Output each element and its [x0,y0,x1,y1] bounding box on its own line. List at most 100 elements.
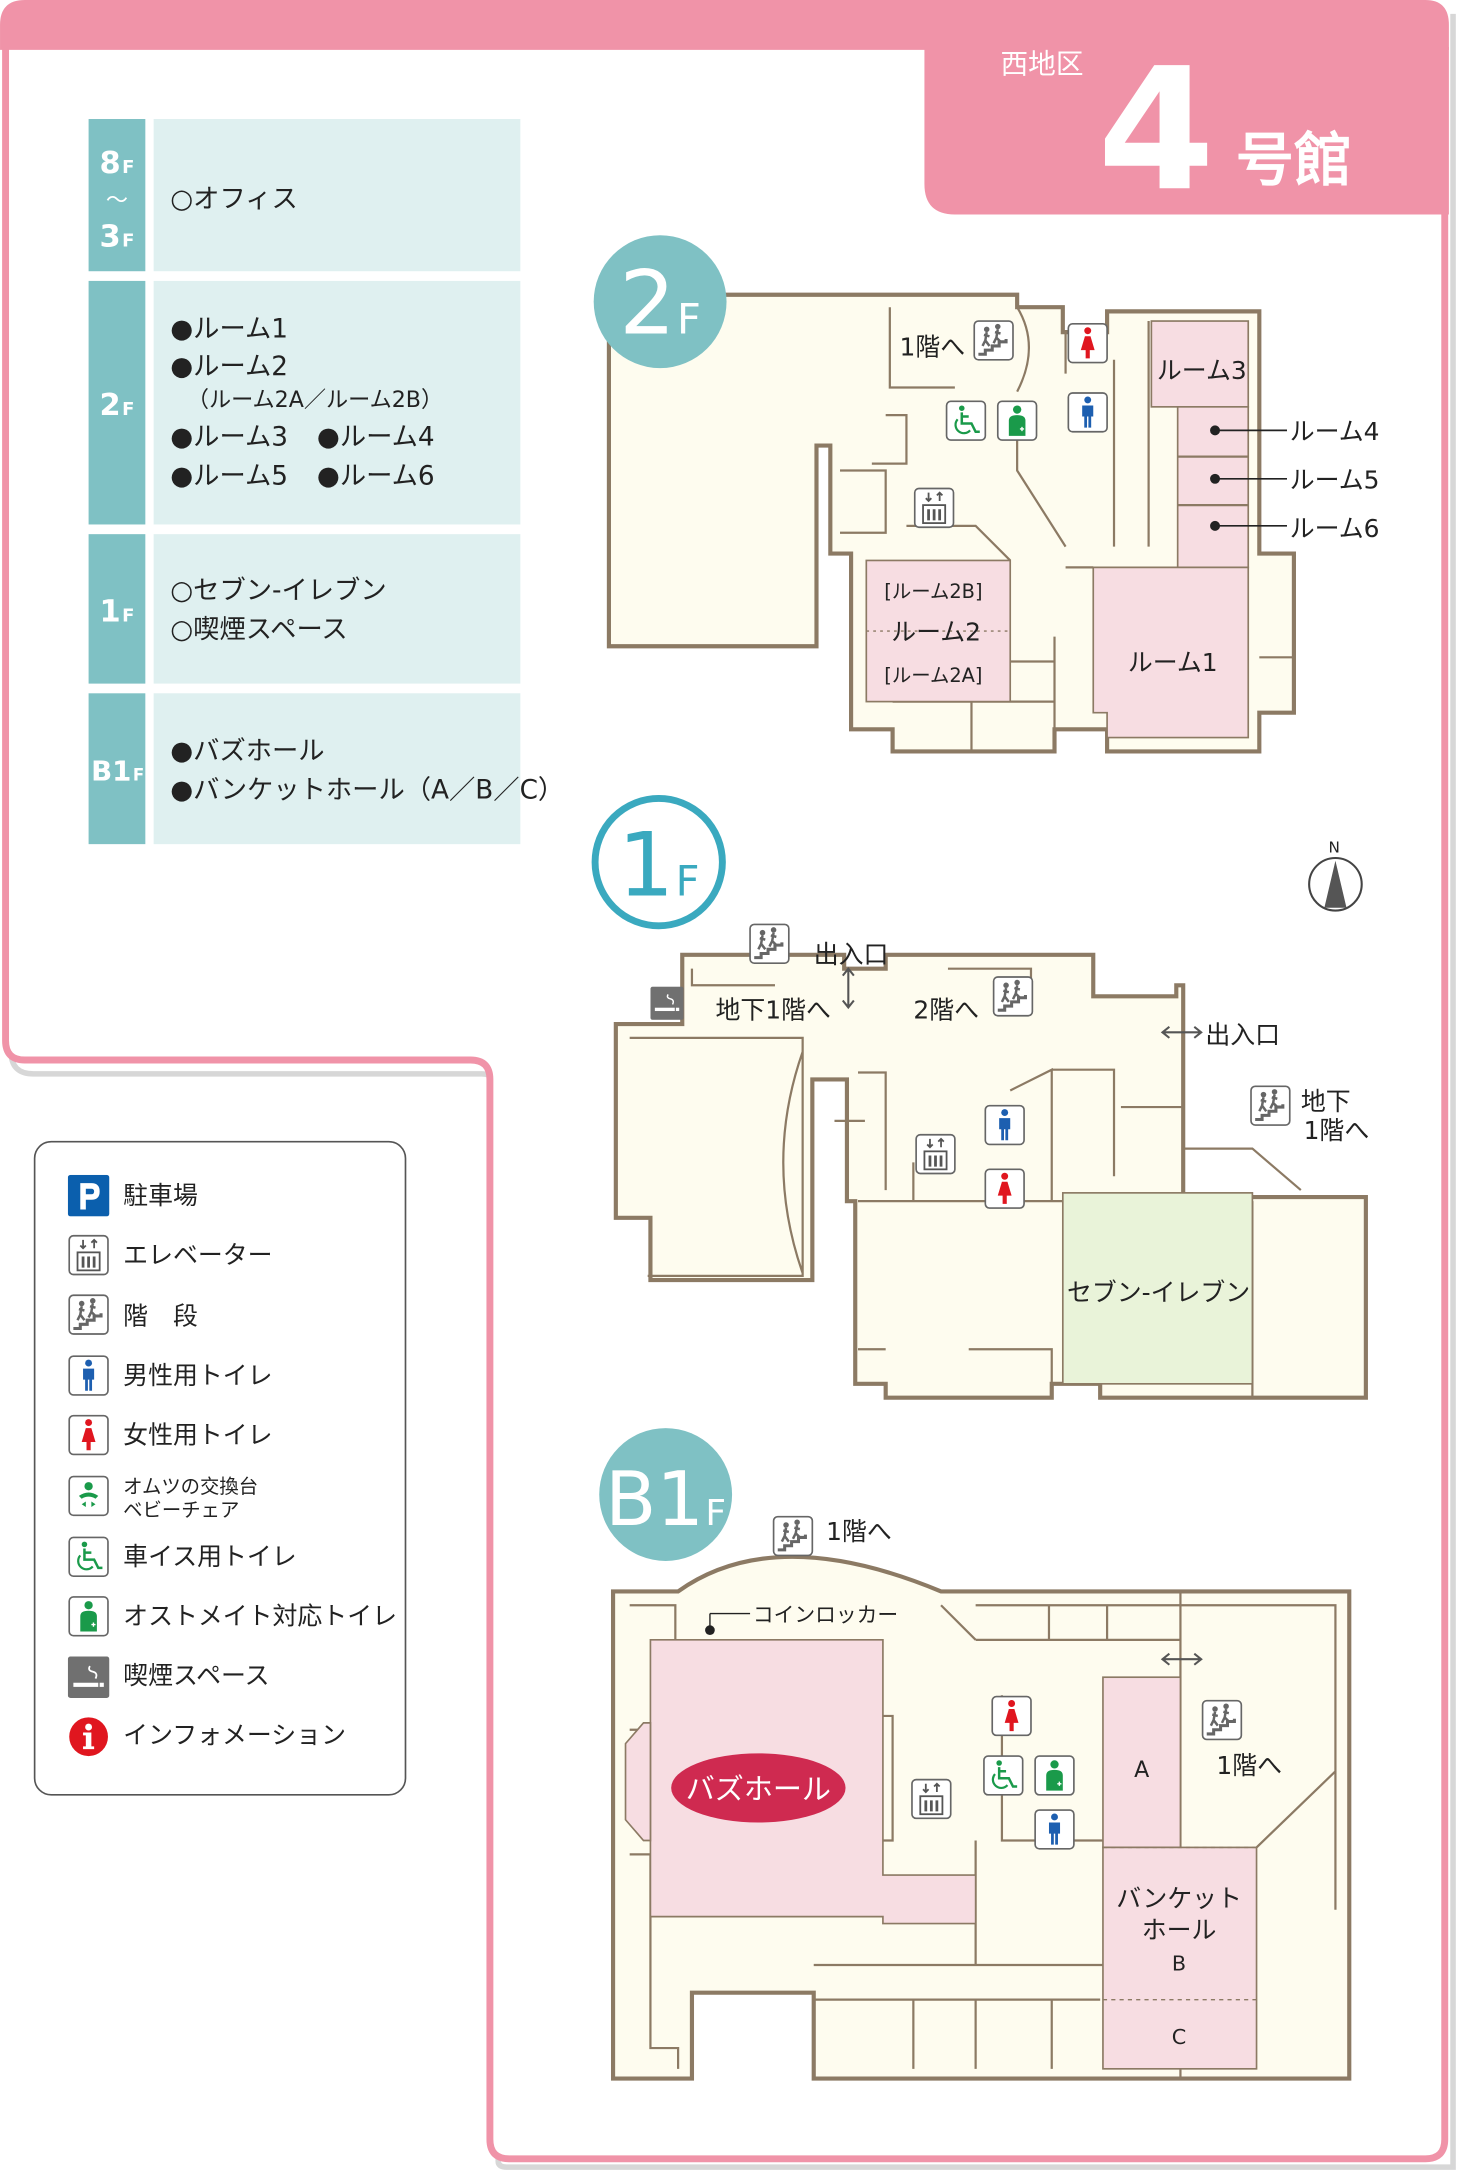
stairs-to-b1-label: 地下1階へ [715,996,830,1025]
ostomate-icon [996,400,1038,441]
directory-item: ●ルーム1 [170,315,288,345]
wheelchair-icon [67,1536,110,1578]
floor-plan-b1f: バズホール B1 F 1階へ コインロッカー 1階へ A バンケット ホール B… [599,1428,1352,2081]
legend-label: ベビーチェア [123,1499,239,1522]
directory-item: ○セブン-イレブン [170,576,386,606]
room-6-label: ルーム6 [1290,514,1380,543]
floor-label: 1 [100,594,121,629]
room-4-label: ルーム4 [1290,417,1380,446]
baby-changing-icon [68,1475,109,1517]
floor-badge-2f [593,235,727,369]
floor-label: B1 [91,754,131,787]
floor-unit: F [122,399,134,420]
stairs-icon [1249,1084,1292,1127]
compass-north-label: N [1329,838,1340,856]
elevator-icon [914,1133,957,1175]
floor-label: 2 [100,388,121,423]
floor-range-sep: 〜 [106,188,128,214]
directory-row-2f: 2 F ●ルーム1 ●ルーム2 （ルーム2A／ルーム2B） ●ルーム3 ●ルーム… [88,280,521,525]
floor-label: 8 [100,146,121,181]
floor-badge-1f [591,795,726,930]
directory-item: ○オフィス [170,185,298,215]
floor-label-pair: B1 F [91,754,144,787]
floor-badge-pair: 1 F [618,813,700,916]
banquet-a-label: A [1134,1757,1149,1783]
stairs-icon [1201,1699,1243,1741]
stairs-icon [992,975,1034,1018]
coin-locker-label: コインロッカー [753,1603,898,1627]
entrance-arrow-icon [841,967,855,1010]
floor-badge-pair: B1 F [605,1456,726,1543]
male-toilet-icon [68,1355,109,1396]
stairs-to-b1-label: 地下 [1301,1087,1351,1116]
room-5-label: ルーム5 [1290,465,1380,494]
floor-unit: F [133,765,144,784]
stairs-icon [772,1515,814,1557]
parking-icon [67,1174,110,1217]
directory-item: ●ルーム2 [170,352,288,382]
seven-eleven-label: セブン-イレブン [1067,1278,1250,1307]
male-toilet-icon [984,1104,1025,1146]
district-label: 西地区 [1001,47,1084,80]
wheelchair-icon [982,1754,1024,1797]
directory-row-b1f: B1 F ●バズホール ●バンケットホール（A／B／C） [88,693,564,845]
smoking-icon [650,986,684,1020]
floor-directory: 8 F 〜 3 F ○オフィス 2 F ●ルーム1 ●ルーム2 （ルーム2A／ル… [88,119,564,845]
banquet-hall-label: ホール [1142,1916,1217,1945]
stairs-to-1f-label: 1階へ [900,333,966,362]
legend-label: オストメイト対応トイレ [123,1602,397,1631]
stairs-icon [748,923,791,965]
directory-item: ●バンケットホール（A／B／C） [170,775,564,805]
legend-label: オムツの交換台 [123,1475,258,1498]
directory-item: ●ルーム5 [170,461,288,491]
floor-badge-b1f [599,1428,733,1561]
room-callouts [1210,425,1287,531]
stairs-icon [972,319,1015,362]
floor-plan-1f: 1 F N 出入口 地下1階へ 2階へ 出入口 地下 1階へ セブン-イレブン [591,795,1369,1400]
floor-badge-number: 1 [618,813,674,916]
floor-badge-number: B1 [605,1456,704,1543]
directory-item: ○喫煙スペース [170,615,347,645]
entrance-arrow-icon [1160,1025,1203,1039]
banquet-b-label: B [1172,1952,1186,1976]
directory-item: ●ルーム6 [317,461,435,491]
floor-unit: F [122,230,134,251]
floor-badge-pair: 2 F [619,252,701,355]
directory-item: （ルーム2A／ルーム2B） [187,387,443,413]
directory-item: ●ルーム3 [170,423,288,453]
buzz-hall-badge [671,1753,846,1823]
floor-badge-unit: F [676,856,700,905]
legend-label: 車イス用トイレ [123,1542,297,1571]
directory-row-1f: 1 F ○セブン-イレブン ○喫煙スペース [88,534,521,684]
female-toilet-icon [68,1414,109,1456]
stairs-icon [67,1293,110,1336]
directory-item: ●バズホール [170,737,324,767]
female-toilet-icon [991,1695,1032,1737]
room-2b-label: [ルーム2B] [884,580,982,603]
ostomate-icon [1034,1755,1075,1796]
stairs-to-2f-label: 2階へ [913,996,979,1025]
banquet-c-label: C [1172,2025,1187,2049]
stairs-to-1f-label: 1階へ [826,1517,892,1546]
room-3-label: ルーム3 [1157,356,1247,385]
floor-badge-number: 2 [619,252,675,355]
floor-label-pair: 3 F [100,219,135,254]
seven-eleven-area [1061,1192,1254,1385]
room-2a-label: [ルーム2A] [884,664,982,687]
building-suffix: 号館 [1236,126,1352,194]
legend-label: インフォメーション [123,1721,346,1750]
elevator-icon [910,1778,953,1820]
wheelchair-icon [945,400,987,442]
banquet-hall-label: バンケット [1116,1884,1242,1913]
elevator-icon [913,487,955,529]
floor-label-pair: 1 F [100,594,135,629]
directory-row-8f-3f: 8 F 〜 3 F ○オフィス [88,119,521,272]
room-2-label: ルーム2 [891,618,981,647]
floor-label-pair: 2 F [100,388,135,423]
legend-label: 階 段 [123,1301,198,1330]
floor-plan-2f: 2 F 1階へ ルーム3 ルーム4 ルーム5 ルーム6 [ルーム2B] ルーム2… [593,235,1380,754]
female-toilet-icon [1067,322,1108,364]
buzz-hall-label: バズホール [686,1772,831,1806]
floor-label: 3 [100,219,121,254]
floor-badge-unit: F [705,1493,726,1534]
